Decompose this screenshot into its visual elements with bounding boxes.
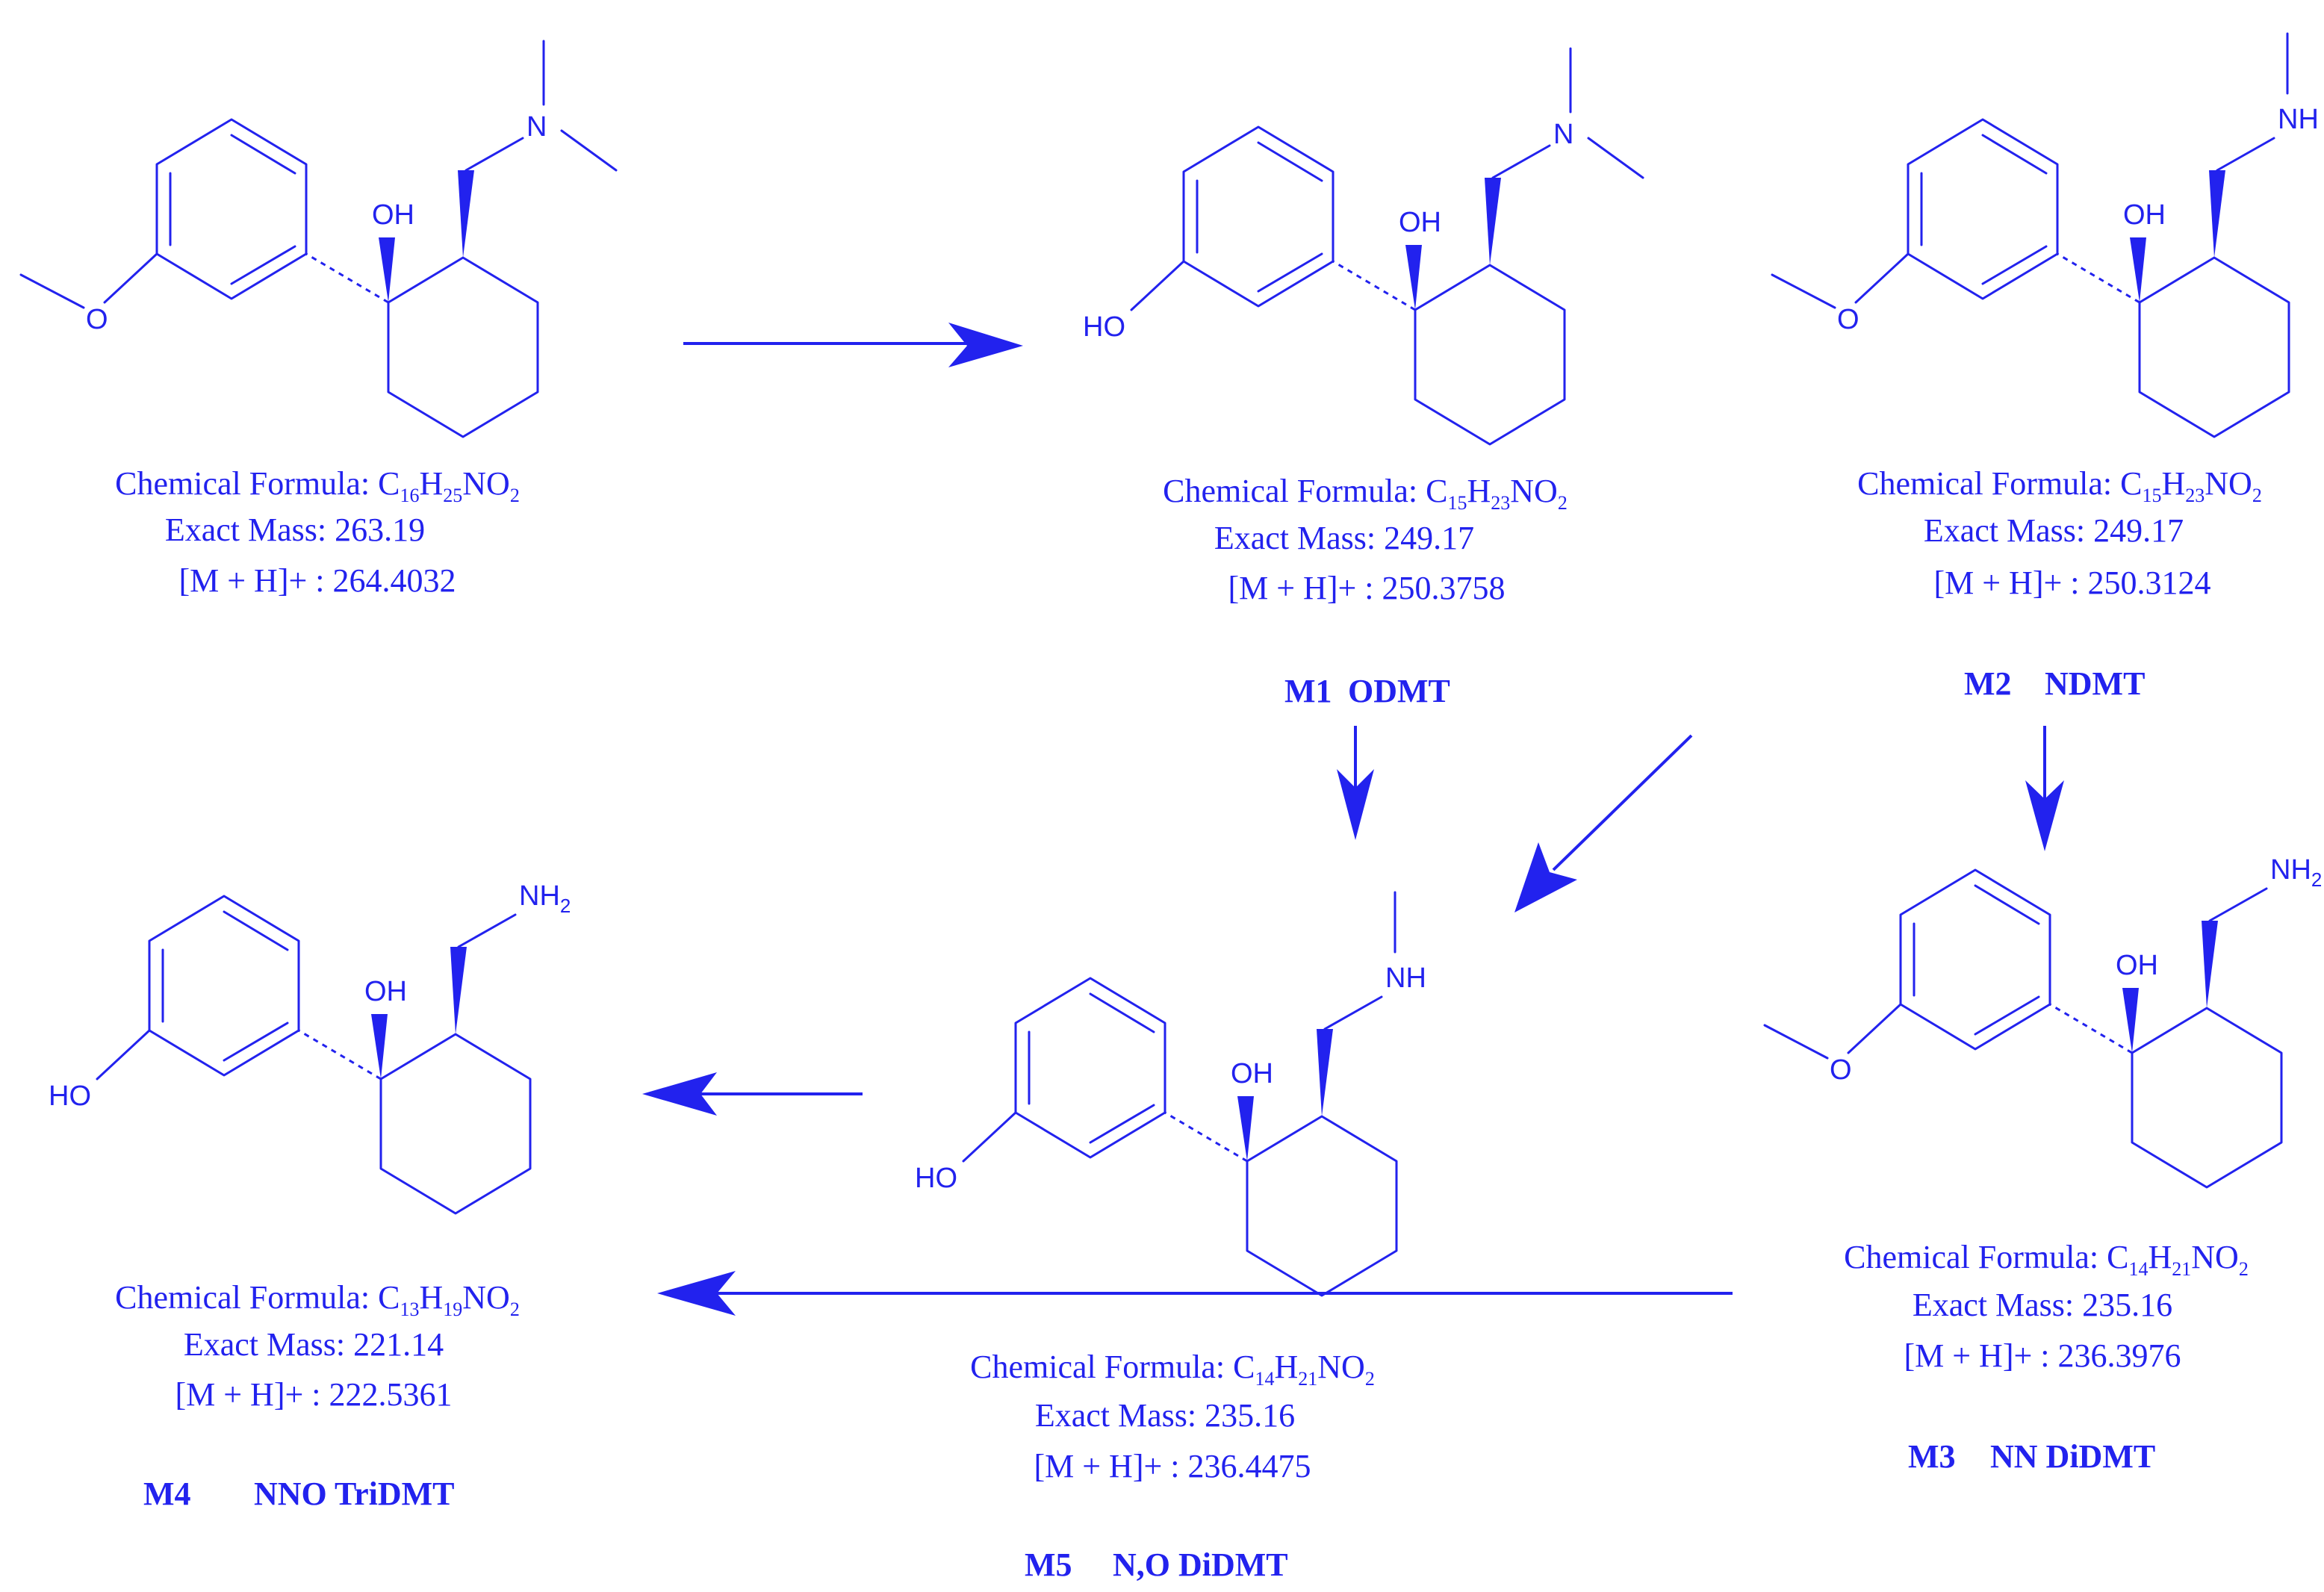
info-m2: Chemical Formula: C15H23NO2 Exact Mass: …	[1857, 465, 2262, 702]
compound-code: M1	[1284, 673, 1332, 709]
arrow-m5-to-m4	[642, 1072, 863, 1116]
exact-mass-line: Exact Mass: 249.17	[1924, 512, 2184, 549]
formula-line: Chemical Formula: C13H19NO2	[115, 1279, 520, 1320]
atom-oh: OH	[372, 199, 414, 231]
exact-mass-line: Exact Mass: 263.19	[165, 512, 425, 548]
mh-line: [M + H]+ : 264.4032	[178, 562, 456, 599]
info-parent: Chemical Formula: C16H25NO2 Exact Mass: …	[115, 465, 520, 599]
atom-n: N	[1553, 119, 1573, 150]
info-m1: Chemical Formula: C15H23NO2 Exact Mass: …	[1163, 473, 1568, 709]
structure-parent: OH N O	[19, 40, 618, 438]
info-m4: Chemical Formula: C13H19NO2 Exact Mass: …	[115, 1279, 520, 1512]
exact-mass-line: Exact Mass: 221.14	[184, 1326, 444, 1363]
structure-m5: OH NH HO	[915, 891, 1426, 1297]
atom-oh: OH	[2116, 950, 2158, 981]
atom-oh: OH	[1231, 1058, 1273, 1089]
formula-line: Chemical Formula: C14H21NO2	[1844, 1239, 2249, 1280]
exact-mass-line: Exact Mass: 235.16	[1913, 1287, 2172, 1323]
atom-ho: HO	[1083, 311, 1125, 343]
compound-name: N,O DiDMT	[1113, 1546, 1288, 1583]
formula-line: Chemical Formula: C16H25NO2	[115, 465, 520, 506]
structure-m1: OH N HO	[1083, 47, 1644, 446]
formula-line: Chemical Formula: C15H23NO2	[1857, 465, 2262, 506]
mh-line: [M + H]+ : 250.3124	[1933, 565, 2210, 601]
arrow-parent-to-m1	[683, 323, 1023, 367]
atom-nh: NH	[2278, 104, 2319, 135]
compound-code: M4	[143, 1476, 191, 1512]
atom-oh: OH	[364, 976, 407, 1007]
arrow-m1-to-m5	[1337, 726, 1374, 840]
formula-line: Chemical Formula: C14H21NO2	[970, 1349, 1375, 1390]
info-m3: Chemical Formula: C14H21NO2 Exact Mass: …	[1844, 1239, 2249, 1475]
arrow-m2-to-m3	[2025, 726, 2064, 851]
mh-line: [M + H]+ : 236.3976	[1904, 1337, 2181, 1374]
compound-code: M2	[1964, 665, 2012, 702]
structure-m3: OH NH2 O	[1763, 854, 2322, 1189]
compound-name: NN DiDMT	[1990, 1438, 2155, 1475]
compound-name: ODMT	[1348, 673, 1450, 709]
compound-name: NDMT	[2045, 665, 2145, 702]
mh-line: [M + H]+ : 222.5361	[175, 1376, 452, 1413]
formula-line: Chemical Formula: C15H23NO2	[1163, 473, 1568, 514]
atom-ho: HO	[49, 1080, 91, 1112]
mh-line: [M + H]+ : 250.3758	[1228, 570, 1505, 606]
atom-oh: OH	[2123, 199, 2166, 231]
info-m5: Chemical Formula: C14H21NO2 Exact Mass: …	[970, 1349, 1375, 1583]
compound-name: NNO TriDMT	[254, 1476, 454, 1512]
structure-m2: OH NH O	[1771, 32, 2319, 438]
atom-nh2: NH2	[519, 880, 571, 917]
compound-code: M5	[1025, 1546, 1072, 1583]
exact-mass-line: Exact Mass: 249.17	[1214, 520, 1474, 556]
mh-line: [M + H]+ : 236.4475	[1034, 1448, 1311, 1484]
exact-mass-line: Exact Mass: 235.16	[1035, 1397, 1295, 1434]
atom-n: N	[526, 111, 547, 143]
atom-nh2: NH2	[2270, 854, 2322, 891]
arrow-m3-to-m4	[657, 1271, 1733, 1316]
atom-oh: OH	[1399, 207, 1441, 238]
atom-nh: NH	[1385, 963, 1426, 994]
atom-o: O	[1837, 304, 1859, 335]
atom-ho: HO	[915, 1163, 957, 1194]
structure-m4: OH NH2 HO	[49, 880, 571, 1215]
compound-code: M3	[1908, 1438, 1956, 1475]
atom-o: O	[86, 304, 108, 335]
atom-o: O	[1830, 1054, 1852, 1086]
arrow-m2-to-m5	[1514, 734, 1693, 912]
